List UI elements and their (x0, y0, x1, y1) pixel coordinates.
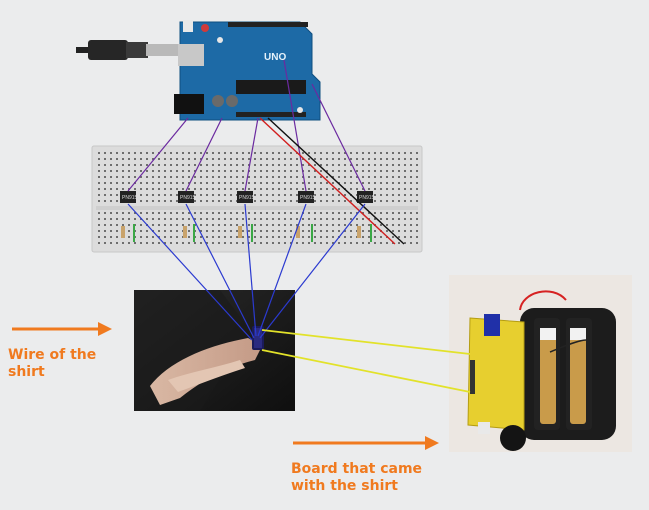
svg-text:PN915: PN915 (180, 195, 196, 201)
breadboard (91, 145, 423, 253)
shirt-wire-label: Wire of the shirt (8, 347, 97, 380)
power-wires (259, 117, 405, 245)
arduino-board: UNO (174, 20, 321, 121)
svg-text:PN915: PN915 (239, 195, 255, 201)
breadboard-components: PN915 PN915 PN915 PN915 PN915 (120, 191, 375, 242)
resistor (183, 226, 187, 238)
purple-wires (127, 59, 366, 192)
svg-text:PN915: PN915 (300, 195, 316, 201)
transistor: PN915 (178, 191, 196, 203)
resistor (357, 226, 361, 238)
usb-cable (76, 40, 180, 60)
board-label: Board that came with the shirt (291, 461, 423, 494)
arrow-to-shirt-wire (12, 322, 112, 336)
arrow-to-board (293, 436, 439, 450)
resistor (238, 226, 242, 238)
resistor (296, 226, 300, 238)
circuit-board-with-batteries-photo (449, 275, 632, 452)
yellow-wires (261, 329, 471, 393)
resistor (121, 226, 125, 238)
transistor: PN915 (298, 191, 316, 203)
transistor: PN915 (120, 191, 138, 203)
svg-text:PN915: PN915 (122, 195, 138, 201)
blue-wires (127, 203, 366, 341)
arduino-brand-text: UNO (264, 52, 286, 63)
svg-text:PN915: PN915 (359, 195, 375, 201)
transistor: PN915 (357, 191, 375, 203)
hand-holding-connector-photo (134, 290, 295, 411)
transistor: PN915 (237, 191, 255, 203)
